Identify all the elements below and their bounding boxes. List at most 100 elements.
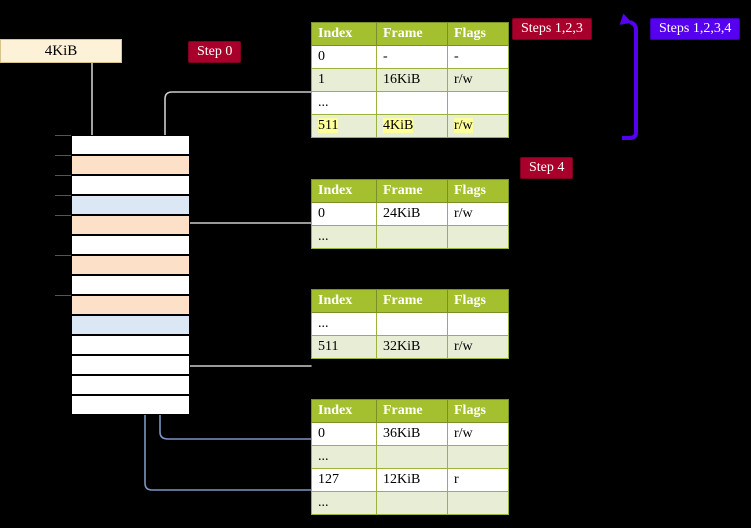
memory-address-tick [55,135,71,136]
cell-flags [447,91,509,115]
memory-frame-row [71,315,190,335]
memory-frame-label-4kib: 4KiB [0,39,122,63]
column-header-flags: Flags [447,22,509,46]
cell-frame [376,445,448,469]
cell-index: ... [311,91,377,115]
cell-flags [447,312,509,336]
column-header-flags: Flags [447,399,509,423]
cell-flags [447,445,509,469]
cell-flags: r/w [447,114,509,138]
memory-frame-row [71,295,190,315]
memory-address-tick [55,155,71,156]
memory-frame-row [71,235,190,255]
wire-l2-32kib [179,314,312,367]
column-header-index: Index [311,399,377,423]
memory-frame-row [71,395,190,415]
cell-frame [376,491,448,515]
badge-step-0[interactable]: Step 0 [188,41,242,63]
wire-steps-bracket [619,13,638,140]
column-header-index: Index [311,22,377,46]
table-row: ... [311,312,509,336]
table-row: ... [311,491,509,515]
column-header-frame: Frame [376,22,448,46]
memory-address-tick [55,195,71,196]
memory-frame-row [71,335,190,355]
cell-frame: - [376,45,448,69]
cell-flags: - [447,45,509,69]
memory-frame-row [71,175,190,195]
memory-frame-row [71,275,190,295]
column-header-index: Index [311,289,377,313]
column-header-frame: Frame [376,289,448,313]
memory-frame-row [71,195,190,215]
cell-flags: r/w [447,68,509,92]
memory-frame-row [71,135,190,155]
cell-frame: 24KiB [376,202,448,226]
wire-l1-12kib [144,331,312,491]
badge-step-4-label: Step 4 [529,160,565,175]
cell-flags: r/w [447,422,509,446]
cell-flags [447,491,509,515]
cell-index: 511 [311,114,377,138]
wire-l4-16kib [164,91,312,154]
badge-steps-1234[interactable]: Steps 1,2,3,4 [650,18,741,40]
cell-frame: 4KiB [376,114,448,138]
cell-flags [447,225,509,249]
memory-frame-row [71,355,190,375]
cell-frame: 16KiB [376,68,448,92]
cell-index: 0 [311,202,377,226]
cell-index: 0 [311,45,377,69]
physical-memory-grid [55,135,190,415]
memory-address-tick [55,255,71,256]
cell-frame: 36KiB [376,422,448,446]
badge-step-0-label: Step 0 [197,44,233,59]
cell-frame [376,312,448,336]
memory-frame-row [71,375,190,395]
column-header-frame: Frame [376,399,448,423]
memory-frame-row [71,215,190,235]
cell-frame: 32KiB [376,335,448,359]
cell-index: 0 [311,422,377,446]
wire-l1-36kib [159,221,312,440]
badge-step-4[interactable]: Step 4 [520,157,574,179]
wire-l3-24kib [172,222,312,260]
cell-index: ... [311,225,377,249]
badge-steps-1234-label: Steps 1,2,3,4 [659,21,732,36]
memory-frame-row [71,155,190,175]
cell-index: ... [311,491,377,515]
table-row: ... [311,91,509,115]
table-row: 0-- [311,45,509,69]
cell-index: 511 [311,335,377,359]
cell-frame [376,225,448,249]
cell-index: 127 [311,468,377,492]
memory-address-tick [55,295,71,296]
cell-flags: r/w [447,202,509,226]
table-row: ... [311,445,509,469]
memory-address-tick [55,175,71,176]
memory-address-tick [55,215,71,216]
memory-frame-label-text: 4KiB [44,42,78,59]
badge-steps-123-label: Steps 1,2,3 [521,21,583,36]
cell-frame [376,91,448,115]
memory-frame-row [71,255,190,275]
column-header-flags: Flags [447,179,509,203]
table-row: ... [311,225,509,249]
column-header-index: Index [311,179,377,203]
badge-steps-123[interactable]: Steps 1,2,3 [512,18,592,40]
column-header-flags: Flags [447,289,509,313]
cell-index: 1 [311,68,377,92]
